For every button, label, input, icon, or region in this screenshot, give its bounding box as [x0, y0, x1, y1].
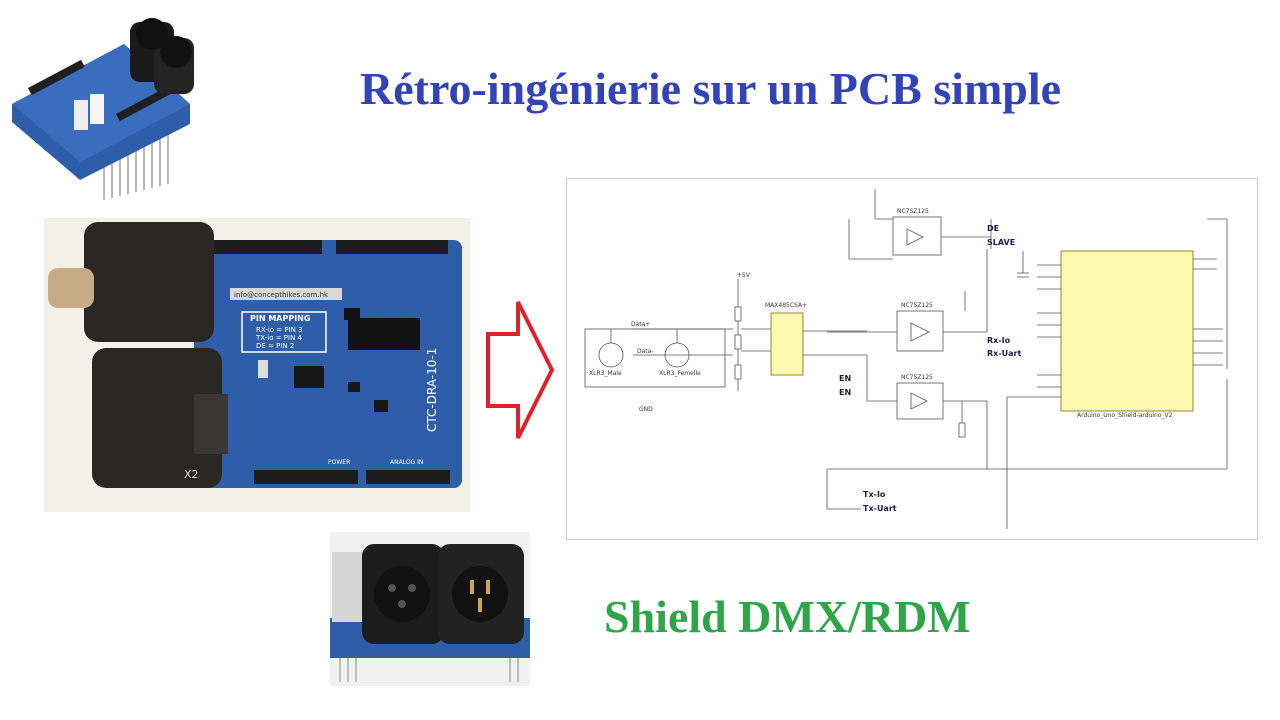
shield-photo-main: info@concepthikes.com.hk PIN MAPPING RX-…	[44, 218, 470, 512]
schematic-diagram: Data+ Data- XLR3_Male XLR3_Femelle GND +…	[566, 178, 1258, 540]
pin-mapping-title: PIN MAPPING	[250, 314, 310, 323]
gnd-label: GND	[639, 406, 653, 413]
label-en: EN	[839, 388, 851, 397]
page-subtitle: Shield DMX/RDM	[604, 591, 971, 642]
board-name: CTC-DRA-10-1	[425, 348, 439, 432]
label-tx-uart: Tx-Uart	[863, 504, 897, 513]
arduino-label: Arduino_Uno_Shield-arduino_V2	[1077, 412, 1173, 419]
xlr-female-label: XLR3_Femelle	[659, 370, 701, 377]
pin-row-0: RX-io = PIN 3	[256, 326, 303, 334]
label-rx-io: Rx-Io	[987, 336, 1011, 345]
driver-label: MAX485CSA+	[765, 302, 807, 309]
data-minus-label: Data-	[637, 348, 654, 355]
shield-photo-top	[12, 18, 194, 200]
xlr-connectors-photo	[330, 532, 530, 686]
label-rx-uart: Rx-Uart	[987, 349, 1021, 358]
power-label: POWER	[328, 459, 350, 466]
arrow-right-icon	[486, 301, 555, 439]
xlr-male-label: XLR3_Male	[589, 370, 622, 377]
label-de: DE	[987, 224, 999, 233]
pin-row-1: TX-io = PIN 4	[255, 334, 303, 342]
pin-row-2: DE = PIN 2	[256, 342, 294, 350]
vcc-label: +5V	[737, 272, 751, 279]
analog-label: ANALOG IN	[390, 459, 423, 466]
board-website: info@concepthikes.com.hk	[234, 291, 329, 299]
chip-u4-label: NC7SZ125	[901, 302, 933, 309]
label-tx-io: Tx-Io	[863, 490, 886, 499]
page-title: Rétro-ingénierie sur un PCB simple	[360, 63, 1062, 114]
label-en-bar: EN	[839, 374, 851, 383]
pcb-board	[194, 240, 462, 488]
label-slave: SLAVE	[987, 238, 1015, 247]
chip-u2-label: NC7SZ125	[901, 374, 933, 381]
data-plus-label: Data+	[631, 321, 650, 328]
chip-u1-label: NC7SZ125	[897, 208, 929, 215]
connector-label: X2	[184, 468, 199, 481]
